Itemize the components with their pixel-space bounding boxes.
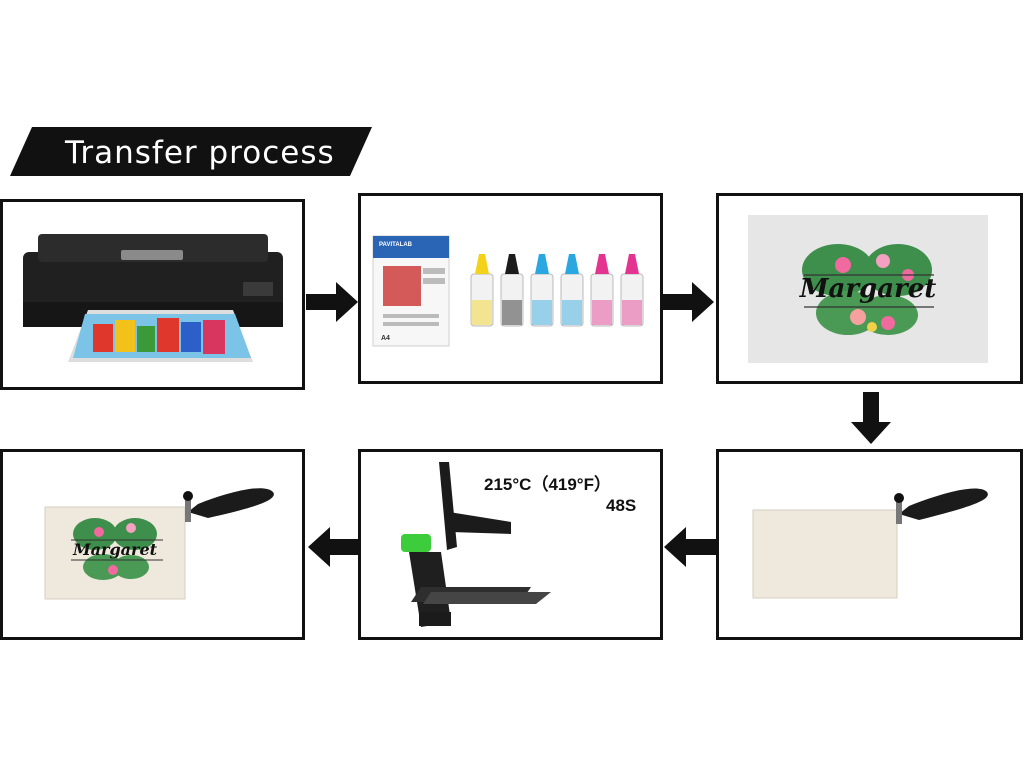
ink-bottle-icon	[500, 254, 524, 327]
ink-bottle-icon	[590, 254, 614, 327]
arrow-down	[851, 392, 891, 451]
floral-wreath-icon	[802, 244, 934, 335]
design-print-background: Margaret	[748, 215, 988, 363]
temperature-label: 215°C（419°F）	[484, 475, 611, 494]
banner-shape	[10, 127, 372, 176]
ink-bottle-icon	[530, 254, 554, 327]
page-title: Transfer process	[65, 135, 335, 171]
design-name-text: Margaret	[799, 274, 937, 304]
paper-and-ink-icon	[372, 235, 644, 347]
arrow-right-1	[306, 282, 360, 327]
time-label: 48S	[606, 496, 637, 515]
arrow-left-1	[306, 527, 360, 572]
ink-bottle-icon	[470, 254, 494, 327]
step-finished-bag-panel: Margaret	[0, 449, 305, 640]
arrow-right-2	[662, 282, 716, 327]
step-printer-panel	[0, 199, 305, 390]
step-printed-design-panel: Margaret	[716, 193, 1023, 384]
step-blank-bag-panel	[716, 449, 1023, 640]
printer-icon	[23, 234, 283, 362]
ink-bottle-icon	[560, 254, 584, 327]
title-banner: Transfer process	[10, 127, 372, 176]
ink-bottle-icon	[620, 254, 644, 327]
blank-bag-icon	[752, 488, 988, 599]
arrow-left-2	[662, 527, 716, 572]
bag-name-text: Margaret	[72, 540, 158, 559]
finished-bag-icon	[44, 488, 274, 600]
step-heat-press-panel: 215°C（419°F） 48S	[358, 449, 663, 640]
paper-size: A4	[381, 335, 390, 342]
step-paper-ink-panel: PAVITALAB A4	[358, 193, 663, 384]
heat-press-icon	[401, 462, 551, 627]
paper-brand: PAVITALAB	[379, 242, 412, 248]
